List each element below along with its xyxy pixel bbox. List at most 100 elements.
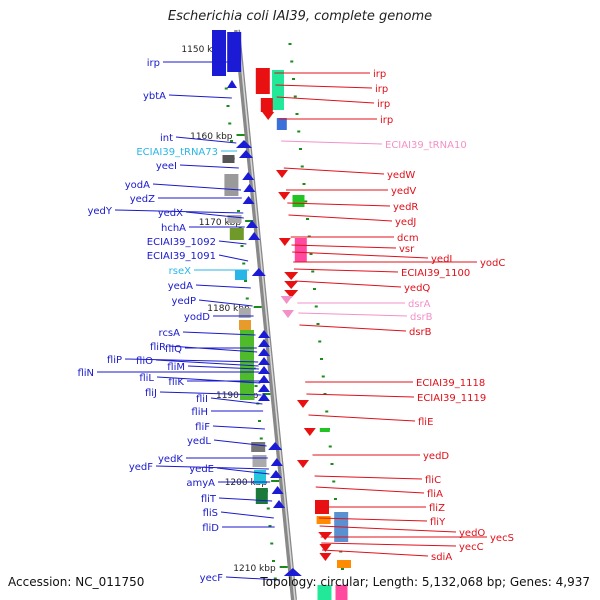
gene-label-right[interactable]: yedW [387, 170, 415, 181]
gene-arrow-forward[interactable] [270, 470, 282, 478]
gene-label-left[interactable]: fliK [168, 377, 184, 388]
gene-block[interactable] [294, 238, 307, 262]
gene-block[interactable] [255, 68, 270, 94]
gene-block[interactable] [252, 455, 267, 467]
gene-arrow-reverse[interactable] [284, 290, 299, 298]
gene-label-left[interactable]: yedF [129, 462, 153, 473]
gene-label-left[interactable]: yedA [168, 281, 193, 292]
gene-block[interactable] [255, 488, 268, 504]
gene-label-left[interactable]: yedL [187, 436, 211, 447]
gene-block[interactable] [212, 30, 226, 76]
gene-block[interactable] [317, 585, 332, 600]
gene-arrow-forward[interactable] [258, 384, 270, 392]
gene-block[interactable] [272, 70, 284, 110]
gene-arrow-reverse[interactable] [278, 238, 291, 246]
gene-arrow-forward[interactable] [246, 220, 258, 228]
gene-label-right[interactable]: fliE [418, 417, 433, 428]
gene-arrow-reverse[interactable] [262, 112, 275, 120]
gene-label-left[interactable]: fliS [203, 508, 218, 519]
gene-label-right[interactable]: fliC [425, 475, 441, 486]
gene-label-right[interactable]: irp [377, 99, 390, 110]
gene-label-left[interactable]: fliD [202, 523, 219, 534]
gene-arrow-forward[interactable] [268, 442, 283, 450]
gene-block[interactable] [229, 228, 244, 240]
gene-block[interactable] [319, 428, 330, 432]
gene-arrow-forward[interactable] [243, 184, 256, 192]
gene-block[interactable] [239, 320, 251, 330]
gene-label-left[interactable]: fliT [201, 494, 217, 505]
gene-label-left[interactable]: fliJ [145, 388, 157, 399]
gene-label-left[interactable]: hchA [161, 223, 186, 234]
gene-label-right[interactable]: yedJ [395, 217, 416, 228]
gene-label-left[interactable]: int [160, 133, 173, 144]
gene-label-left[interactable]: rseX [169, 266, 191, 277]
gene-arrow-reverse[interactable] [297, 400, 309, 408]
gene-label-right[interactable]: irp [373, 69, 386, 80]
gene-label-left[interactable]: yedZ [130, 194, 155, 205]
gene-arrow-reverse[interactable] [297, 460, 309, 468]
gene-label-right[interactable]: dsrB [409, 327, 432, 338]
gene-label-right[interactable]: yedO [459, 528, 485, 539]
gene-arrow-reverse[interactable] [284, 272, 299, 280]
gene-block[interactable] [335, 585, 348, 600]
gene-arrow-reverse[interactable] [282, 310, 294, 318]
gene-arrow-reverse[interactable] [318, 532, 333, 540]
gene-arrow-forward[interactable] [258, 375, 270, 383]
gene-block[interactable] [251, 442, 266, 452]
gene-label-left[interactable]: fliM [167, 362, 185, 373]
gene-block[interactable] [227, 32, 242, 72]
gene-label-right[interactable]: ECIAI39_1100 [401, 268, 470, 279]
gene-label-left[interactable]: yedP [172, 296, 196, 307]
gene-label-right[interactable]: yedQ [404, 283, 430, 294]
gene-label-right[interactable]: yedV [391, 186, 416, 197]
gene-block[interactable] [238, 308, 251, 318]
gene-label-left[interactable]: ECIAI39_1091 [147, 251, 216, 262]
gene-arrow-forward[interactable] [273, 500, 285, 508]
gene-label-right[interactable]: dsrB [410, 312, 433, 323]
gene-label-left[interactable]: yeeI [156, 161, 177, 172]
gene-label-left[interactable]: yecF [200, 573, 224, 584]
gene-arrow-reverse[interactable] [303, 428, 316, 436]
gene-label-right[interactable]: ECIAI39_tRNA10 [385, 140, 467, 151]
gene-arrow-forward[interactable] [242, 172, 255, 180]
gene-block[interactable] [316, 516, 331, 524]
gene-arrow-forward[interactable] [258, 393, 270, 401]
gene-label-right[interactable]: fliY [430, 517, 446, 528]
gene-label-right[interactable]: dsrA [408, 299, 431, 310]
gene-label-left[interactable]: ECIAI39_tRNA73 [136, 147, 218, 158]
gene-label-left[interactable]: fliI [196, 394, 208, 405]
gene-label-right[interactable]: sdiA [431, 552, 452, 563]
gene-label-right[interactable]: yodC [480, 258, 505, 269]
gene-label-left[interactable]: fliH [191, 407, 208, 418]
gene-arrow-forward[interactable] [258, 357, 270, 365]
gene-arrow-reverse[interactable] [319, 553, 332, 561]
gene-label-left[interactable]: yodD [184, 312, 210, 323]
gene-block[interactable] [224, 174, 239, 196]
gene-arrow-forward[interactable] [251, 268, 266, 276]
gene-arrow-reverse[interactable] [319, 544, 332, 552]
gene-block[interactable] [337, 560, 351, 568]
gene-arrow-reverse[interactable] [280, 296, 293, 304]
gene-label-right[interactable]: yedD [423, 451, 449, 462]
gene-label-right[interactable]: irp [380, 115, 393, 126]
gene-label-left[interactable]: fliR [150, 342, 166, 353]
gene-label-left[interactable]: rcsA [159, 328, 181, 339]
gene-arrow-forward[interactable] [271, 486, 284, 494]
gene-label-right[interactable]: yedI [431, 254, 452, 265]
gene-arrow-forward[interactable] [258, 339, 270, 347]
gene-label-left[interactable]: ECIAI39_1092 [147, 237, 216, 248]
gene-arrow-forward[interactable] [227, 80, 237, 88]
gene-label-right[interactable]: yecS [490, 533, 514, 544]
gene-label-left[interactable]: fliF [195, 422, 210, 433]
gene-label-right[interactable]: ECIAI39_1118 [416, 378, 485, 389]
gene-arrow-forward[interactable] [248, 232, 261, 240]
gene-block[interactable] [235, 270, 247, 280]
gene-label-right[interactable]: yedR [393, 202, 418, 213]
gene-arrow-reverse[interactable] [278, 192, 291, 200]
gene-arrow-forward[interactable] [239, 150, 253, 158]
gene-label-right[interactable]: fliA [427, 489, 443, 500]
gene-label-left[interactable]: fliQ [165, 344, 182, 355]
gene-arrow-reverse[interactable] [276, 170, 288, 178]
gene-label-left[interactable]: fliP [107, 355, 122, 366]
gene-label-right[interactable]: ECIAI39_1119 [417, 393, 486, 404]
